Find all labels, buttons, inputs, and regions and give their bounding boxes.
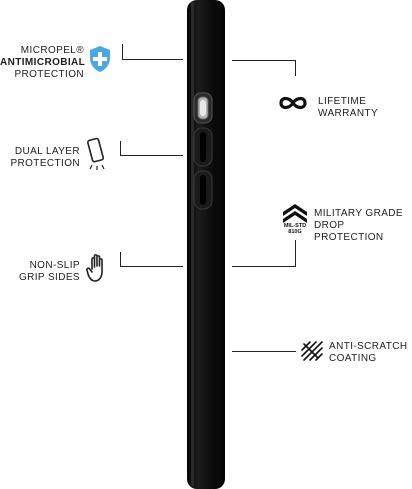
action-button: [193, 92, 213, 124]
phone-drop-icon: [86, 137, 108, 171]
feature-antimicrobial-label: MICROPEL® ANTIMICROBIAL PROTECTION: [0, 45, 86, 80]
mil-std-badge-text: MIL-STD 810G: [283, 223, 307, 235]
volume-up-button: [193, 127, 213, 167]
dual-layer-leader-line: [120, 155, 183, 156]
feature-grip-label: NON-SLIP GRIP SIDES: [18, 260, 80, 283]
grip-leader-tick: [120, 252, 121, 267]
warranty-leader-tick: [295, 60, 296, 76]
mil-std-chevron-icon: [281, 202, 309, 236]
scratch-leader-line: [232, 351, 296, 352]
phone-case-side: [183, 0, 229, 489]
hand-icon: [86, 253, 110, 283]
feature-dual-layer-label: DUAL LAYER PROTECTION: [10, 146, 80, 169]
feature-warranty-label: LIFETIME WARRANTY: [318, 96, 379, 119]
infinity-icon: [277, 94, 309, 112]
warranty-leader-line: [232, 60, 295, 61]
dual-layer-leader-tick: [120, 141, 121, 156]
feature-scratch-label: ANTI-SCRATCH COATING: [329, 341, 408, 364]
antimicrobial-leader-tick: [122, 44, 123, 60]
scratch-lines-icon: [300, 340, 324, 362]
military-leader-line: [232, 266, 295, 267]
feature-military-label: MILITARY GRADE DROP PROTECTION: [314, 208, 403, 243]
antimicrobial-leader-line: [122, 59, 183, 60]
volume-down-button: [193, 170, 213, 210]
grip-leader-line: [120, 266, 183, 267]
military-leader-tick: [295, 240, 296, 267]
shield-plus-icon: [88, 45, 112, 73]
